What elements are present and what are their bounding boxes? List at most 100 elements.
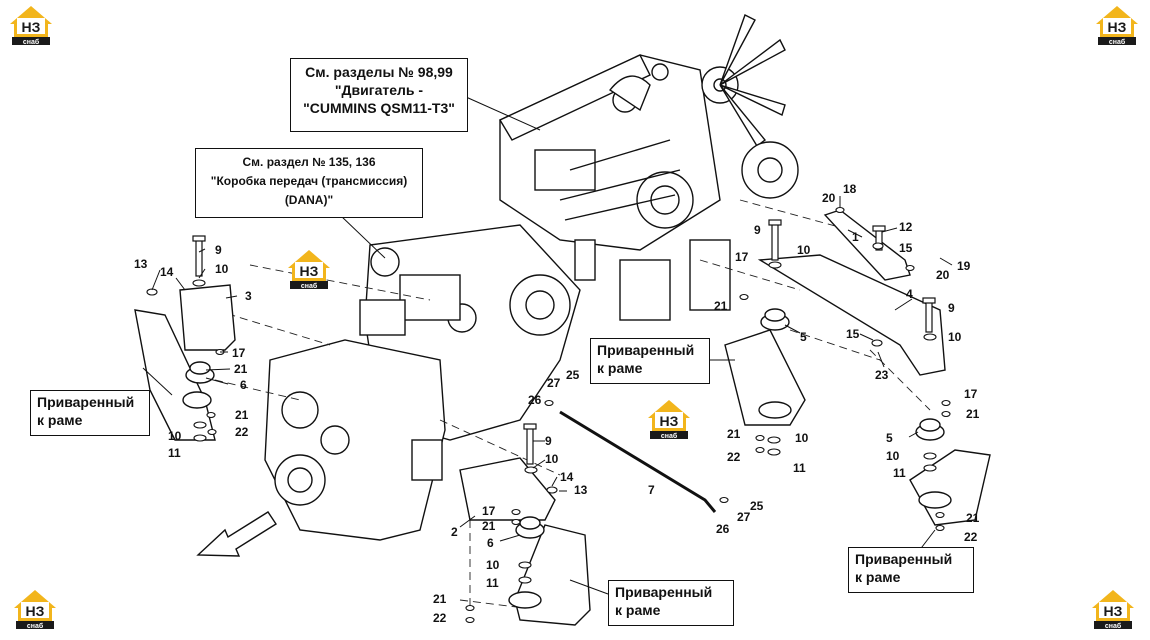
welded-left-line-2: к раме	[37, 412, 83, 428]
part-label-17: 17	[482, 504, 496, 518]
part-label-22: 22	[964, 530, 978, 544]
part-label-10: 10	[797, 243, 811, 257]
svg-text:снаб: снаб	[1105, 622, 1122, 630]
part-label-5: 5	[800, 330, 807, 344]
part-label-21: 21	[966, 511, 980, 525]
transmission-reference-callout: См. раздел № 135, 136 "Коробка передач (…	[195, 148, 423, 218]
engine-assembly	[498, 14, 799, 321]
welded-right-line-1: Приваренный	[855, 551, 953, 567]
part-label-21: 21	[727, 427, 741, 441]
engine-callout-line-2: "Двигатель -	[334, 82, 424, 98]
engine-reference-callout: См. разделы № 98,99 "Двигатель - "CUMMIN…	[290, 58, 468, 132]
part-label-2: 2	[451, 525, 458, 539]
welded-center-line-2: к раме	[597, 360, 643, 376]
assembly-centerlines	[214, 199, 931, 616]
crossmember-4	[757, 254, 946, 376]
part-label-9: 9	[948, 301, 955, 315]
rubber-mounts	[185, 308, 945, 539]
part-label-14: 14	[160, 265, 174, 279]
svg-text:НЗ: НЗ	[1108, 19, 1127, 35]
part-label-12: 12	[899, 220, 913, 234]
transmission-assembly	[264, 224, 581, 541]
part-label-15: 15	[846, 327, 860, 341]
part-label-21: 21	[714, 299, 728, 313]
part-label-21: 21	[966, 407, 980, 421]
part-label-25: 25	[566, 368, 580, 382]
part-label-6: 6	[240, 378, 247, 392]
part-label-21: 21	[433, 592, 447, 606]
transmission-callout-line-3: (DANA)"	[284, 193, 334, 207]
part-label-7: 7	[648, 483, 655, 497]
part-label-22: 22	[235, 425, 249, 439]
part-label-26: 26	[528, 393, 542, 407]
part-label-10: 10	[886, 449, 900, 463]
welded-bracket-center	[724, 329, 806, 426]
nz-snab-logo: НЗ снаб	[286, 248, 332, 290]
transmission-callout-line-1: См. раздел № 135, 136	[242, 155, 376, 169]
bracket-3	[179, 284, 236, 351]
svg-text:НЗ: НЗ	[1104, 603, 1123, 619]
welded-center-line-1: Приваренный	[597, 342, 695, 358]
bolts	[192, 219, 936, 465]
part-label-20: 20	[936, 268, 950, 282]
welded-to-frame-callout-bottom: Приваренный к раме	[608, 580, 734, 626]
welded-bottom-line-2: к раме	[615, 602, 661, 618]
part-label-10: 10	[215, 262, 229, 276]
part-label-10: 10	[168, 429, 182, 443]
nz-snab-logo: НЗ снаб	[1094, 4, 1140, 46]
part-label-20: 20	[822, 191, 836, 205]
washers-and-nuts	[146, 206, 951, 624]
part-label-22: 22	[433, 611, 447, 625]
part-label-21: 21	[235, 408, 249, 422]
part-label-5: 5	[886, 431, 893, 445]
part-label-13: 13	[134, 257, 148, 271]
engine-callout-line-1: См. разделы № 98,99	[305, 64, 453, 80]
svg-text:снаб: снаб	[661, 432, 678, 440]
part-label-10: 10	[948, 330, 962, 344]
part-label-17: 17	[232, 346, 246, 360]
part-label-9: 9	[545, 434, 552, 448]
part-label-4: 4	[906, 287, 913, 301]
direction-arrow-icon	[196, 511, 277, 557]
svg-text:снаб: снаб	[27, 622, 44, 630]
part-label-27: 27	[547, 376, 561, 390]
part-label-15: 15	[899, 241, 913, 255]
part-label-21: 21	[234, 362, 248, 376]
welded-right-line-2: к раме	[855, 569, 901, 585]
welded-bottom-line-1: Приваренный	[615, 584, 713, 600]
part-label-11: 11	[893, 466, 906, 480]
part-label-3: 3	[245, 289, 252, 303]
part-label-25: 25	[750, 499, 764, 513]
svg-text:снаб: снаб	[301, 282, 318, 290]
svg-text:НЗ: НЗ	[300, 263, 319, 279]
part-label-18: 18	[843, 182, 857, 196]
svg-text:НЗ: НЗ	[22, 19, 41, 35]
part-label-17: 17	[964, 387, 978, 401]
bracket-2	[459, 457, 556, 521]
rod-7	[559, 410, 717, 513]
transmission-callout-line-2: "Коробка передач (трансмиссия)	[210, 174, 408, 188]
part-label-10: 10	[545, 452, 559, 466]
part-label-19: 19	[957, 259, 971, 273]
part-number-labels: 1 2 3 4 5 5 6 6 7 9 9 9 9 10 10 10 10 10…	[134, 182, 980, 625]
part-label-27: 27	[737, 510, 751, 524]
welded-to-frame-callout-center: Приваренный к раме	[590, 338, 710, 384]
engine-callout-line-3: "CUMMINS QSM11-T3"	[303, 100, 455, 116]
part-label-11: 11	[486, 576, 499, 590]
welded-to-frame-callout-left: Приваренный к раме	[30, 390, 150, 436]
part-label-17: 17	[735, 250, 749, 264]
svg-text:НЗ: НЗ	[660, 413, 679, 429]
part-label-11: 11	[168, 446, 181, 460]
part-label-21: 21	[482, 519, 496, 533]
part-label-9: 9	[215, 243, 222, 257]
part-label-6: 6	[487, 536, 494, 550]
svg-text:снаб: снаб	[1109, 38, 1126, 46]
welded-to-frame-callout-right: Приваренный к раме	[848, 547, 974, 593]
part-label-9: 9	[754, 223, 761, 237]
nz-snab-logo: НЗ снаб	[1090, 588, 1136, 630]
part-label-13: 13	[574, 483, 588, 497]
